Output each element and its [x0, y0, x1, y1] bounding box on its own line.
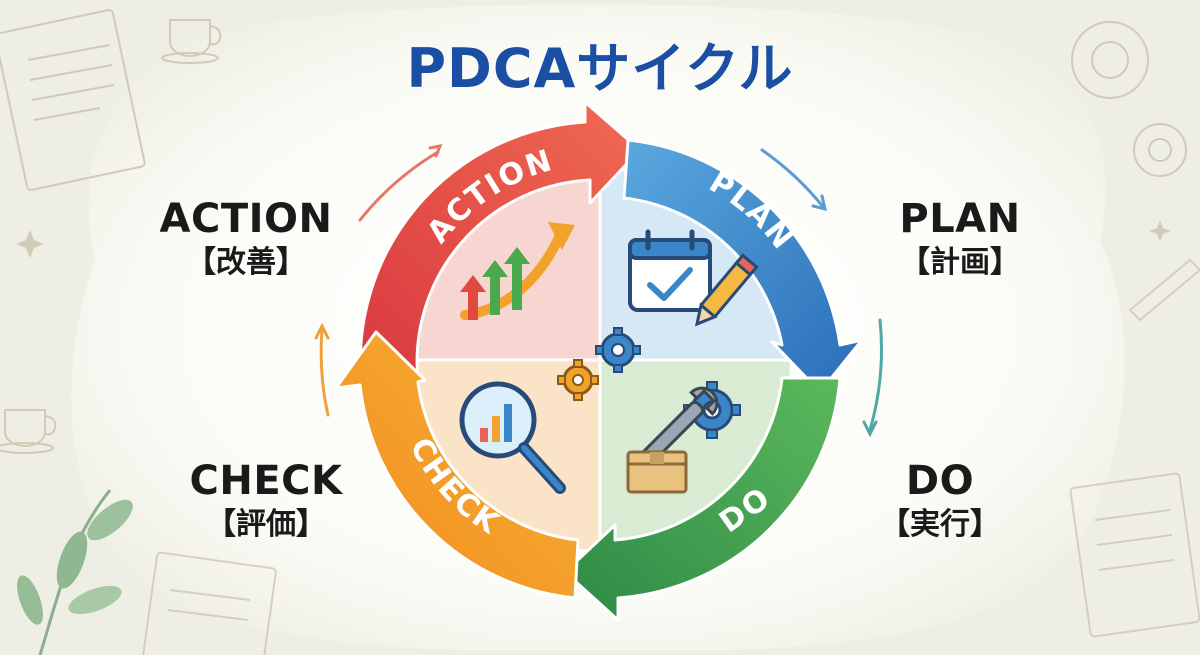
calendar-check-pencil-icon	[628, 229, 759, 327]
coffee-cup-icon	[161, 19, 222, 64]
plan-arrow	[622, 138, 864, 394]
coffee-cup-icon-2	[0, 409, 57, 454]
label-check: CHECK 【評価】	[146, 458, 386, 546]
label-plan: PLAN 【計画】	[840, 196, 1080, 284]
label-plan-en: PLAN	[899, 196, 1021, 242]
notebook-doodle-icon-2	[1069, 472, 1200, 638]
page-title: PDCAサイクル	[406, 37, 794, 100]
wrench-gear-box-icon	[626, 381, 741, 494]
label-do: DO 【実行】	[820, 458, 1060, 546]
label-check-jp: 【評価】	[206, 507, 326, 542]
document-doodle-icon	[141, 551, 277, 655]
label-do-en: DO	[905, 458, 975, 504]
leaf-plant-icon	[17, 489, 133, 655]
label-action: ACTION 【改善】	[126, 196, 366, 284]
sparkle-icon	[16, 220, 1171, 258]
label-action-en: ACTION	[159, 196, 333, 242]
notebook-doodle-icon	[0, 9, 146, 191]
pencil-doodle-icon	[1128, 258, 1200, 322]
label-check-en: CHECK	[189, 458, 343, 504]
outer-guide-arrows	[314, 143, 883, 438]
gear-doodle-icon	[1071, 21, 1187, 177]
label-do-jp: 【実行】	[880, 507, 1000, 542]
magnifier-bar-chart-icon	[459, 381, 566, 494]
label-action-jp: 【改善】	[186, 245, 306, 280]
gears-icon	[557, 327, 641, 401]
action-arrow	[358, 100, 642, 392]
label-plan-jp: 【計画】	[900, 245, 1020, 280]
check-arrow	[334, 330, 580, 600]
do-arrow	[563, 376, 842, 622]
rising-arrows-chart-icon	[460, 222, 575, 320]
